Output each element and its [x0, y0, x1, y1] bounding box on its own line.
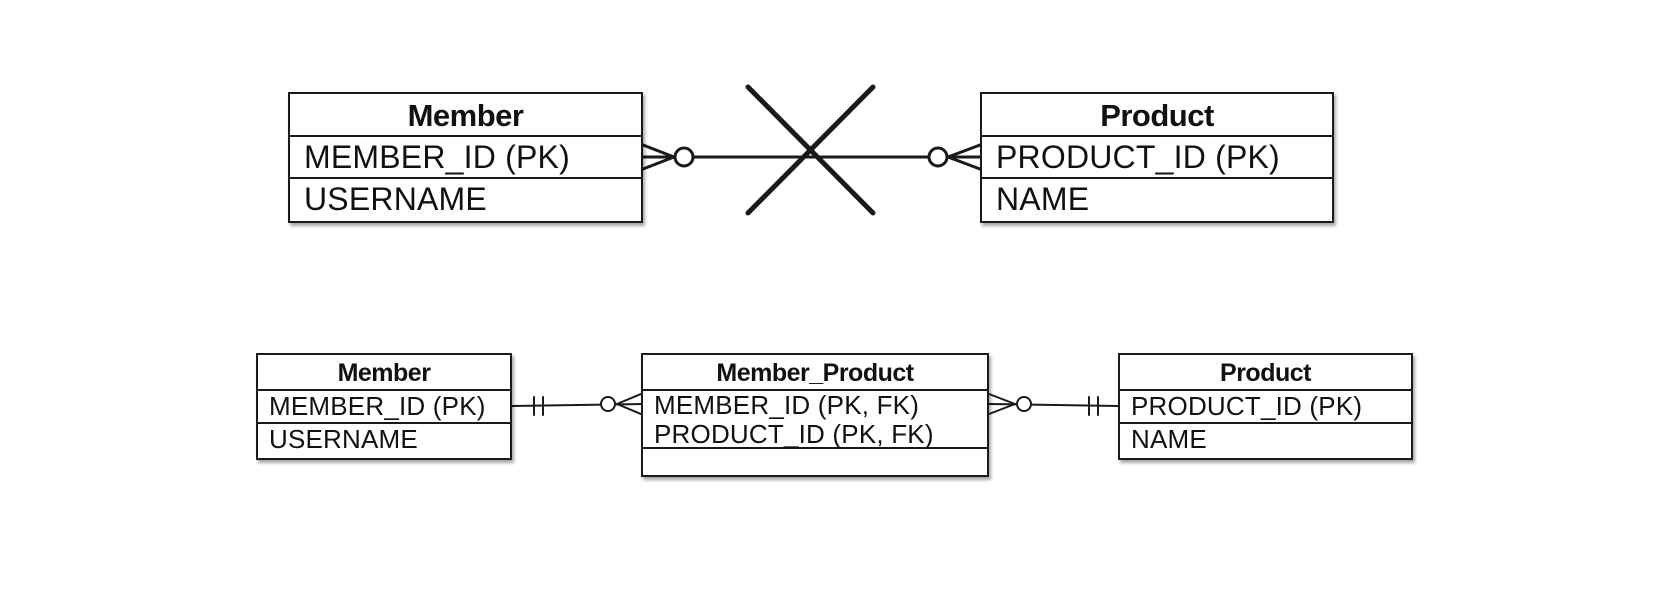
- attribute-username: USERNAME: [304, 181, 487, 217]
- entity-title: Product: [982, 94, 1332, 137]
- attribute-product-id: PRODUCT_ID (PK): [982, 137, 1332, 179]
- top-left-zero-or-many-icon: [641, 143, 695, 171]
- entity-member-bottom: Member MEMBER_ID (PK) USERNAME: [256, 353, 512, 460]
- attribute-empty-section: [643, 449, 987, 475]
- attribute-member-id: MEMBER_ID (PK): [290, 137, 641, 179]
- entity-title: Member: [290, 94, 641, 137]
- entity-product-bottom: Product PRODUCT_ID (PK) NAME: [1118, 353, 1413, 460]
- attribute-username: USERNAME: [269, 424, 418, 454]
- entity-title: Product: [1120, 355, 1411, 391]
- bottom-mp-left-zero-or-many-icon: [600, 393, 642, 415]
- attribute-name: NAME: [1131, 424, 1207, 454]
- bottom-right-exactly-one-icon: [1088, 396, 1099, 416]
- entity-title: Member_Product: [643, 355, 987, 391]
- attribute-key-group: MEMBER_ID (PK, FK) PRODUCT_ID (PK, FK): [643, 391, 987, 449]
- bottom-left-exactly-one-icon: [533, 396, 544, 416]
- top-right-zero-or-many-icon: [927, 143, 982, 171]
- entity-title: Member: [258, 355, 510, 391]
- attribute-name: NAME: [996, 181, 1090, 217]
- entity-member-product: Member_Product MEMBER_ID (PK, FK) PRODUC…: [641, 353, 989, 477]
- attribute-member-id-fk: MEMBER_ID (PK, FK): [654, 390, 920, 420]
- bottom-right-relationship-line: [988, 403, 1119, 407]
- attribute-member-id: MEMBER_ID (PK): [258, 391, 510, 424]
- bottom-mp-right-zero-or-many-icon: [988, 393, 1032, 415]
- cross-out-x-icon: [745, 84, 876, 216]
- entity-member-top: Member MEMBER_ID (PK) USERNAME: [288, 92, 643, 223]
- entity-product-top: Product PRODUCT_ID (PK) NAME: [980, 92, 1334, 223]
- attribute-product-id: PRODUCT_ID (PK): [1120, 391, 1411, 424]
- attribute-product-id-fk: PRODUCT_ID (PK, FK): [654, 419, 934, 449]
